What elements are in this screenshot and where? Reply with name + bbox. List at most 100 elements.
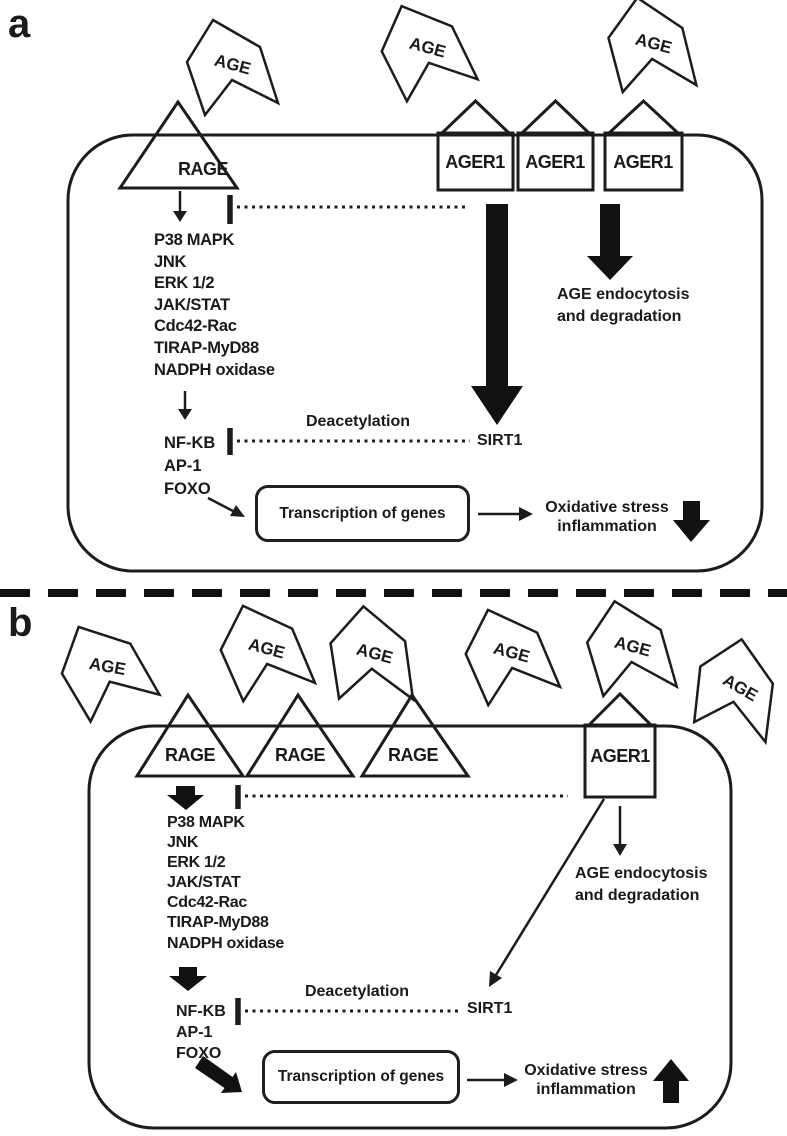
ager1-receptor-a-1 (436, 98, 515, 192)
tf-item: NF-KB (176, 1003, 226, 1020)
age-label: AGE (88, 654, 128, 679)
kinase-item: NADPH oxidase (154, 360, 275, 379)
rage-receptor-b-3 (359, 692, 471, 778)
outcome-line1: Oxidative stress (524, 1062, 648, 1079)
age-label: AGE (612, 633, 653, 661)
endocytosis-line2: and degradation (575, 886, 700, 904)
ager1-box (516, 131, 595, 192)
kinase-list-b: P38 MAPK JNK ERK 1/2 JAK/STAT Cdc42-Rac … (167, 813, 284, 954)
rage-label-b-3: RAGE (387, 745, 439, 765)
ager1-receptor-a-2 (516, 98, 595, 192)
transcription-box-a: Transcription of genes (255, 485, 470, 542)
deacetylation-label-a: Deacetylation (305, 413, 411, 430)
kinase-item: P38 MAPK (154, 231, 235, 249)
endocytosis-line1: AGE endocytosis (557, 286, 690, 303)
outcome-increase-arrow-b (653, 1059, 689, 1103)
age-particle-b-3: AGE (329, 604, 415, 703)
endocytosis-line1: AGE endocytosis (575, 865, 708, 882)
transcription-box-label: Transcription of genes (279, 504, 446, 522)
kinase-list-a: P38 MAPK JNK ERK 1/2 JAK/STAT Cdc42-Rac … (154, 230, 275, 381)
endocytosis-label-b: AGE endocytosis and degradation (575, 863, 707, 906)
age-label: AGE (246, 635, 287, 663)
thick-arrow-foxo-to-transcription-b (195, 1056, 242, 1093)
kinase-item: ERK 1/2 (154, 274, 215, 293)
tf-item: AP-1 (176, 1024, 213, 1041)
arrow-ager1-to-endocytosis-b (613, 806, 627, 856)
age-particle-b-6: AGE (692, 637, 775, 746)
kinase-item: JNK (154, 252, 187, 271)
sirt1-label-b: SIRT1 (467, 1000, 513, 1017)
ager1-roof-icon (604, 98, 683, 136)
tf-list-b: NF-KB AP-1 FOXO (176, 1001, 226, 1064)
cell-membrane-a (66, 133, 764, 573)
kinase-item: Cdc42-Rac (167, 894, 248, 912)
deacetylation-label-b: Deacetylation (304, 983, 410, 1000)
thick-arrow-kinases-to-tfs-b (169, 967, 207, 991)
arrow-kinases-to-tfs-a (178, 391, 192, 420)
ager1-box (436, 131, 515, 192)
arrow-foxo-to-transcription-a (207, 496, 245, 517)
ager1-receptor-b (583, 691, 657, 799)
ager1-label-a-1: AGER1 (445, 152, 505, 172)
thick-arrow-endocytosis-a (587, 204, 633, 280)
kinase-item: NADPH oxidase (167, 934, 285, 952)
outcome-decrease-arrow-a (673, 501, 710, 542)
thick-arrow-rage-to-kinases-b (167, 786, 204, 810)
arrow-transcription-to-outcome-a (478, 507, 533, 521)
transcription-box-label: Transcription of genes (277, 1068, 445, 1085)
age-particle-b-5: AGE (585, 599, 679, 699)
ager1-roof-icon (584, 691, 656, 728)
age-label: AGE (407, 34, 448, 62)
ager1-label-a-2: AGER1 (525, 152, 585, 172)
kinase-item: Cdc42-Rac (154, 317, 237, 336)
age-particle-b-1: AGE (60, 625, 163, 725)
age-label: AGE (212, 51, 253, 79)
arrow-transcription-to-outcome-b (467, 1073, 518, 1087)
sirt1-label-a: SIRT1 (477, 432, 523, 449)
age-particle-a-1: AGE (185, 18, 281, 118)
transcription-box-b: Transcription of genes (262, 1050, 460, 1104)
outcome-line2: inflammation (536, 1080, 636, 1098)
tf-item: NF-KB (164, 434, 216, 452)
big-arrow-ager1-to-sirt1-a (471, 204, 523, 425)
outcome-label-b: Oxidative stress inflammation (516, 1062, 656, 1099)
kinase-item: ERK 1/2 (167, 854, 226, 872)
ager1-receptor-a-3 (603, 98, 684, 192)
ager1-box (583, 723, 657, 799)
rage-label-b-2: RAGE (274, 745, 326, 765)
ager1-box (603, 131, 684, 192)
age-label: AGE (720, 670, 761, 705)
age-label: AGE (633, 30, 674, 58)
kinase-item: TIRAP-MyD88 (154, 338, 259, 357)
cell-membrane-b (87, 724, 733, 1130)
age-particle-b-2: AGE (219, 604, 318, 704)
tf-item: FOXO (176, 1045, 222, 1062)
ager1-label-b: AGER1 (590, 746, 650, 766)
rage-receptor-b-1 (134, 692, 246, 778)
panel-b-letter: b (8, 601, 33, 645)
rage-receptor-b-2 (244, 692, 356, 778)
kinase-item: JAK/STAT (154, 295, 230, 314)
age-particle-a-3: AGE (607, 0, 699, 95)
arrow-ager1-to-sirt1-b (489, 798, 606, 987)
tf-item: AP-1 (164, 457, 202, 475)
tf-list-a: NF-KB AP-1 FOXO (164, 432, 215, 501)
panel-a-letter: a (8, 2, 31, 46)
outcome-label-a: Oxidative stress inflammation (537, 499, 677, 536)
kinase-item: JAK/STAT (167, 874, 241, 892)
arrow-rage-to-kinases-a (173, 191, 187, 222)
age-label: AGE (491, 639, 532, 667)
rage-label-a: RAGE (178, 159, 229, 179)
ager1-label-a-3: AGER1 (613, 152, 673, 172)
rage-label-b-1: RAGE (164, 745, 216, 765)
ager1-roof-icon (437, 98, 514, 136)
kinase-item: JNK (167, 834, 199, 852)
endocytosis-label-a: AGE endocytosis and degradation (557, 284, 689, 327)
endocytosis-line2: and degradation (557, 307, 682, 325)
kinase-item: P38 MAPK (167, 814, 245, 831)
rage-receptor-a (117, 99, 240, 190)
age-particle-b-4: AGE (464, 608, 563, 708)
age-particle-a-2: AGE (380, 4, 480, 104)
